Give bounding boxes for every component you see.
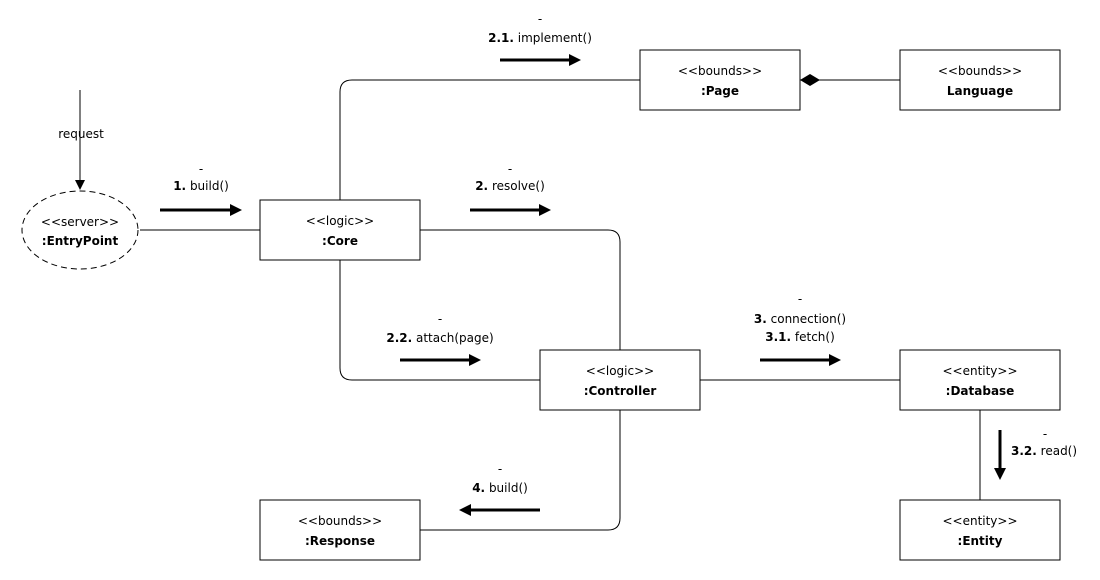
- response-name: :Response: [305, 534, 375, 548]
- message-3-1-label: 3.1. fetch(): [765, 330, 835, 344]
- entity-stereotype: <<entity>>: [942, 514, 1017, 528]
- link-core-page: [339, 79, 640, 200]
- message-1-arrowhead: [230, 204, 242, 216]
- entity-box: [899, 499, 1061, 561]
- language-stereotype: <<bounds>>: [938, 64, 1022, 78]
- message-3-text: connection(): [771, 312, 846, 326]
- message-4-text: build(): [489, 481, 528, 495]
- message-3-2-dash: -: [1043, 427, 1047, 441]
- message-2-2-number: 2.2.: [386, 331, 412, 345]
- message-3-1-text: fetch(): [795, 330, 835, 344]
- message-3-label: 3. connection(): [754, 312, 846, 326]
- controller-box: [539, 349, 701, 411]
- message-2-1-number: 2.1.: [488, 31, 514, 45]
- message-2-1-dash: -: [538, 12, 542, 26]
- node-core[interactable]: <<logic>> :Core: [259, 199, 421, 261]
- message-3-2: - 3.2. read(): [994, 427, 1077, 480]
- message-2-2-arrowhead: [469, 354, 481, 366]
- message-2-2: - 2.2. attach(page): [386, 312, 494, 366]
- message-2-number: 2.: [475, 179, 488, 193]
- link-core-controller-top: [420, 229, 621, 350]
- link-core-controller-left: [339, 260, 540, 381]
- message-3-2-arrowhead: [994, 468, 1006, 480]
- entrypoint-stereotype: <<server>>: [41, 215, 119, 229]
- message-1-number: 1.: [173, 179, 186, 193]
- message-2-text: resolve(): [492, 179, 545, 193]
- message-3-2-label: 3.2. read(): [1011, 444, 1077, 458]
- message-2-1-label: 2.1. implement(): [488, 31, 592, 45]
- entity-name: :Entity: [958, 534, 1003, 548]
- node-page[interactable]: <<bounds>> :Page: [639, 49, 801, 111]
- entrypoint-name: :EntryPoint: [42, 234, 119, 248]
- node-language[interactable]: <<bounds>> Language: [899, 49, 1061, 111]
- message-2-2-text: attach(page): [416, 331, 494, 345]
- page-box: [639, 49, 801, 111]
- message-2: - 2. resolve(): [470, 162, 551, 216]
- core-box: [259, 199, 421, 261]
- node-database[interactable]: <<entity>> :Database: [899, 349, 1061, 411]
- message-3-arrowhead: [829, 354, 841, 366]
- message-3: - 3. connection() 3.1. fetch(): [754, 292, 846, 366]
- message-1-label: 1. build(): [173, 179, 229, 193]
- message-2-1-text: implement(): [518, 31, 592, 45]
- page-name: :Page: [701, 84, 739, 98]
- database-name: :Database: [946, 384, 1015, 398]
- request-label: request: [58, 127, 104, 141]
- message-4-label: 4. build(): [472, 481, 528, 495]
- message-2-1: - 2.1. implement(): [488, 12, 592, 66]
- message-1-text: build(): [190, 179, 229, 193]
- node-controller[interactable]: <<logic>> :Controller: [539, 349, 701, 411]
- response-box: [259, 499, 421, 561]
- message-2-2-dash: -: [438, 312, 442, 326]
- controller-stereotype: <<logic>>: [586, 364, 654, 378]
- message-3-2-text: read(): [1041, 444, 1077, 458]
- node-entity[interactable]: <<entity>> :Entity: [899, 499, 1061, 561]
- message-2-2-label: 2.2. attach(page): [386, 331, 493, 345]
- message-2-dash: -: [508, 162, 512, 176]
- connectors: [75, 74, 981, 531]
- node-response[interactable]: <<bounds>> :Response: [259, 499, 421, 561]
- message-4: - 4. build(): [459, 462, 540, 516]
- core-stereotype: <<logic>>: [306, 214, 374, 228]
- controller-name: :Controller: [584, 384, 657, 398]
- message-2-arrowhead: [539, 204, 551, 216]
- core-name: :Core: [322, 234, 358, 248]
- message-4-number: 4.: [472, 481, 485, 495]
- message-3-2-number: 3.2.: [1011, 444, 1037, 458]
- language-name: Language: [947, 84, 1013, 98]
- response-stereotype: <<bounds>>: [298, 514, 382, 528]
- database-box: [899, 349, 1061, 411]
- message-2-label: 2. resolve(): [475, 179, 545, 193]
- entrypoint-ellipse: [21, 190, 139, 270]
- message-3-1-number: 3.1.: [765, 330, 791, 344]
- message-1-dash: -: [199, 162, 203, 176]
- message-4-dash: -: [498, 462, 502, 476]
- message-4-arrowhead: [459, 504, 471, 516]
- page-stereotype: <<bounds>>: [678, 64, 762, 78]
- composition-diamond-icon: [800, 74, 820, 86]
- message-3-number: 3.: [754, 312, 767, 326]
- database-stereotype: <<entity>>: [942, 364, 1017, 378]
- language-box: [899, 49, 1061, 111]
- message-2-1-arrowhead: [569, 54, 581, 66]
- node-entrypoint[interactable]: <<server>> :EntryPoint: [21, 190, 139, 270]
- message-1: - 1. build(): [160, 162, 242, 216]
- link-controller-response: [420, 410, 621, 531]
- request-arrowhead: [75, 180, 85, 190]
- message-3-dash: -: [798, 292, 802, 306]
